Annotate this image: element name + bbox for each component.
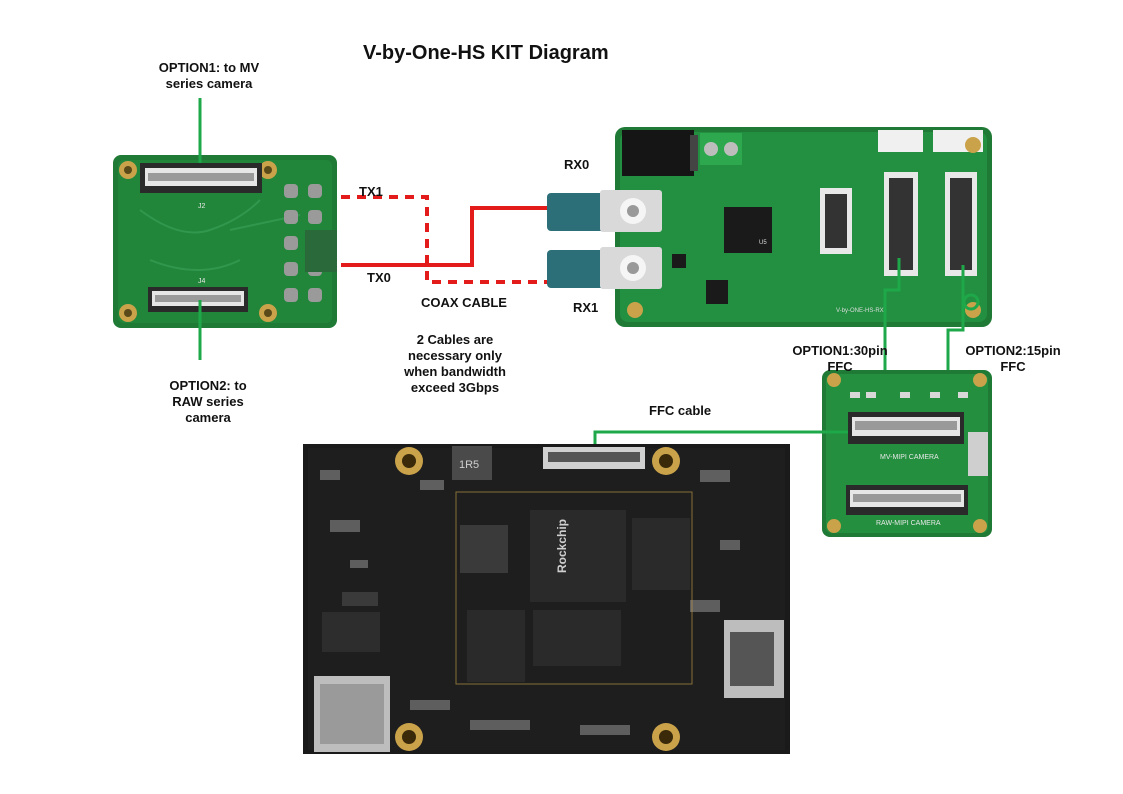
svg-text:RAW-MIPI CAMERA: RAW-MIPI CAMERA <box>876 520 941 527</box>
tx-j2-connector <box>140 163 262 193</box>
label-tx1: TX1 <box>359 184 383 199</box>
label-coax-cable: COAX CABLE <box>421 295 507 310</box>
main-board: 1R5 Rockchip <box>303 444 790 754</box>
inductor-label: 1R5 <box>459 459 479 471</box>
label-rx1: RX1 <box>573 300 599 315</box>
tx-j4-connector <box>148 287 248 312</box>
tx-board: J2 J4 <box>113 155 337 328</box>
rx0-coax-connector <box>547 190 662 232</box>
rx-board: V-by-ONE-HS-RX U5 <box>547 127 992 327</box>
label-option1-mv: OPTION1: to MV series camera <box>158 60 260 91</box>
coax-cables <box>341 195 555 284</box>
svg-text:U5: U5 <box>759 240 767 246</box>
label-option1-ffc: OPTION1:30pin FFC <box>792 343 888 374</box>
adapter-board: MV-MIPI CAMERA RAW-MIPI CAMERA <box>822 370 992 537</box>
label-cables-note: 2 Cables are necessary only when bandwid… <box>404 332 506 395</box>
ffc-line-option1 <box>883 258 901 385</box>
svg-text:V-by-ONE-HS-RX: V-by-ONE-HS-RX <box>836 308 884 314</box>
label-rx0: RX0 <box>564 157 590 172</box>
coax-cable-tx1 <box>341 195 555 284</box>
label-tx0: TX0 <box>367 270 391 285</box>
rx1-coax-connector <box>547 247 662 289</box>
coax-cable-tx0 <box>341 206 555 267</box>
label-option2-raw: OPTION2: to RAW series camera <box>169 378 247 425</box>
diagram-title: V-by-One-HS KIT Diagram <box>363 42 609 64</box>
soc-brand-label: Rockchip <box>555 519 569 573</box>
svg-text:J4: J4 <box>198 278 206 285</box>
label-option2-ffc: OPTION2:15pin FFC <box>965 343 1061 374</box>
svg-text:MV-MIPI CAMERA: MV-MIPI CAMERA <box>880 454 939 461</box>
svg-text:J2: J2 <box>198 203 206 210</box>
label-ffc-cable: FFC cable <box>649 403 712 418</box>
